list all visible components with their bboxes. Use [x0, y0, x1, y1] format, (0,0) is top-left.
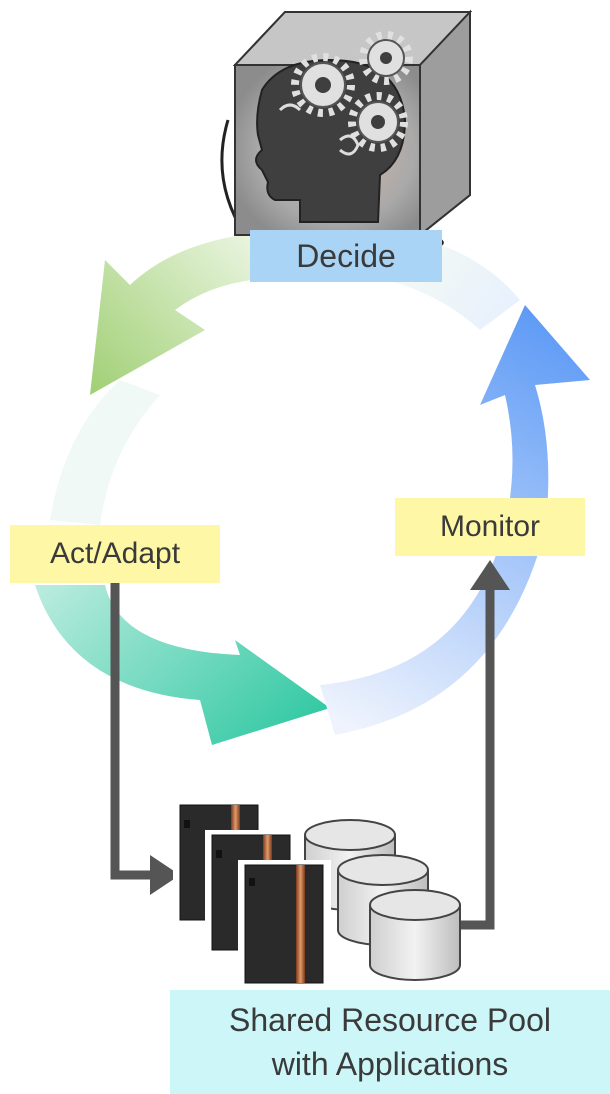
shared-resource-pool-label: Shared Resource Pool with Applications: [170, 990, 610, 1094]
act-to-pool-connector: [110, 583, 150, 880]
pool-to-monitor-connector: [458, 585, 495, 930]
monitor-label: Monitor: [395, 498, 585, 556]
pool-label-line-2: with Applications: [271, 1046, 509, 1082]
act-to-pool-arrow: [35, 585, 330, 745]
server-stack: [173, 800, 331, 990]
decide-to-act-arrow: [90, 232, 275, 395]
decide-label: Decide: [250, 230, 442, 282]
pool-label-line-1: Shared Resource Pool: [229, 1002, 551, 1038]
connectors: [110, 583, 495, 930]
head-with-gears-cube-icon: [220, 9, 473, 251]
disk-stack: [304, 819, 461, 981]
left-arc: [50, 380, 160, 525]
server-and-disk-stack-icon: [173, 800, 461, 990]
act-adapt-label: Act/Adapt: [10, 525, 220, 583]
pool-to-monitor-arrow: [320, 305, 590, 735]
monitor-connector-arrowhead: [470, 560, 510, 590]
act-connector-arrowhead: [150, 855, 180, 895]
